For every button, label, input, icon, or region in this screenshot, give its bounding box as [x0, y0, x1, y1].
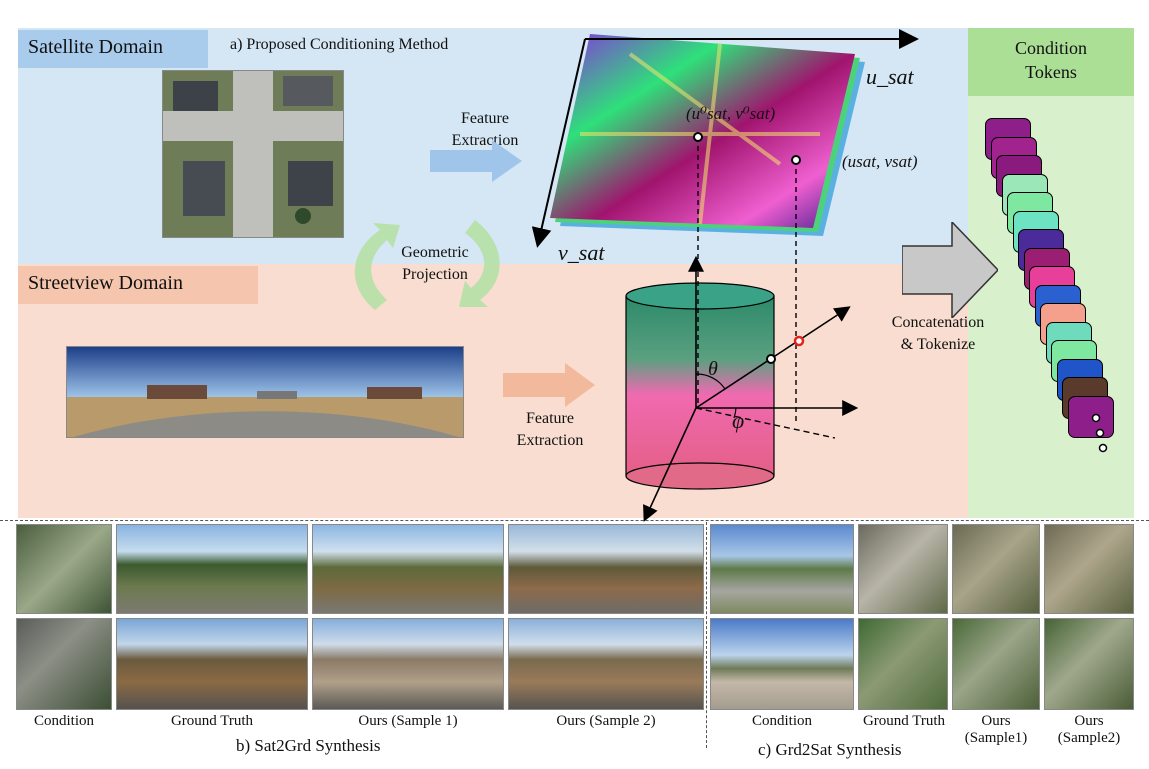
sat2grd-ground-truth-2: [116, 618, 308, 710]
sat2grd-sample2-2: [508, 618, 704, 710]
projection-geometry-diagram: [531, 29, 919, 522]
feature-extraction-bottom-label: Feature Extraction: [516, 410, 584, 449]
grd2sat-sample2-1: [1044, 524, 1134, 614]
axis-u-label: u_sat: [866, 64, 914, 89]
sat2grd-sample1-1: [312, 524, 504, 614]
condition-tokens-label: Condition Tokens: [968, 28, 1134, 96]
geometric-projection-label: Geometric Projection: [401, 244, 469, 283]
grd2sat-caption-condition: Condition: [751, 713, 812, 729]
point-0-label: (u⁰sat, v⁰sat): [686, 104, 776, 123]
sat2grd-caption-ground-truth: Ground Truth: [170, 713, 254, 729]
grd2sat-sample1-2: [952, 618, 1040, 710]
axis-v-label: v_sat: [558, 240, 605, 265]
sat2grd-caption-sample2: Ours (Sample 2): [556, 713, 656, 729]
grd2sat-caption-ground-truth: Ground Truth: [862, 713, 946, 729]
sat2grd-sample2-1: [508, 524, 704, 614]
panel-a-title: a) Proposed Conditioning Method: [230, 36, 449, 53]
panel-c-title: c) Grd2Sat Synthesis: [758, 740, 902, 759]
grd2sat-ground-truth-1: [858, 524, 948, 614]
feature-extraction-top-arrow: [430, 140, 522, 182]
satellite-domain-label: Satellite Domain: [18, 30, 208, 68]
grd2sat-condition-1: [710, 524, 854, 614]
grd2sat-caption-sample2: Ours (Sample2): [1057, 713, 1121, 746]
satellite-image: [162, 70, 344, 238]
grd2sat-sample2-2: [1044, 618, 1134, 710]
panel-divider: [706, 522, 707, 748]
geometric-projection-arrows: [354, 220, 500, 310]
grd2sat-condition-2: [710, 618, 854, 710]
streetview-domain-label: Streetview Domain: [18, 266, 258, 304]
sat2grd-condition-1: [16, 524, 112, 614]
grd2sat-ground-truth-2: [858, 618, 948, 710]
sat2grd-caption-sample1: Ours (Sample 1): [358, 713, 458, 729]
concatenation-arrow: [902, 222, 998, 318]
sat2grd-caption-condition: Condition: [33, 713, 94, 729]
feature-extraction-bottom-arrow: [503, 363, 595, 407]
point-1-label: (usat, vsat): [842, 152, 918, 171]
section-divider: [0, 520, 1149, 521]
feature-extraction-top-label: Feature Extraction: [451, 110, 519, 149]
theta-label: θ: [708, 358, 718, 380]
condition-token: [1067, 395, 1114, 438]
concatenation-label: Concatenation & Tokenize: [891, 314, 985, 353]
feature-map-layer-1: [550, 34, 855, 228]
phi-label: φ: [732, 408, 745, 433]
streetview-panorama: [66, 346, 464, 438]
condition-token-stack: [985, 118, 1125, 458]
sat2grd-ground-truth-1: [116, 524, 308, 614]
grd2sat-caption-sample1: Ours (Sample1): [964, 713, 1028, 746]
grd2sat-sample1-1: [952, 524, 1040, 614]
sat2grd-sample1-2: [312, 618, 504, 710]
token-ellipsis: [1091, 413, 1108, 453]
panel-b-title: b) Sat2Grd Synthesis: [236, 736, 381, 755]
sat2grd-condition-2: [16, 618, 112, 710]
